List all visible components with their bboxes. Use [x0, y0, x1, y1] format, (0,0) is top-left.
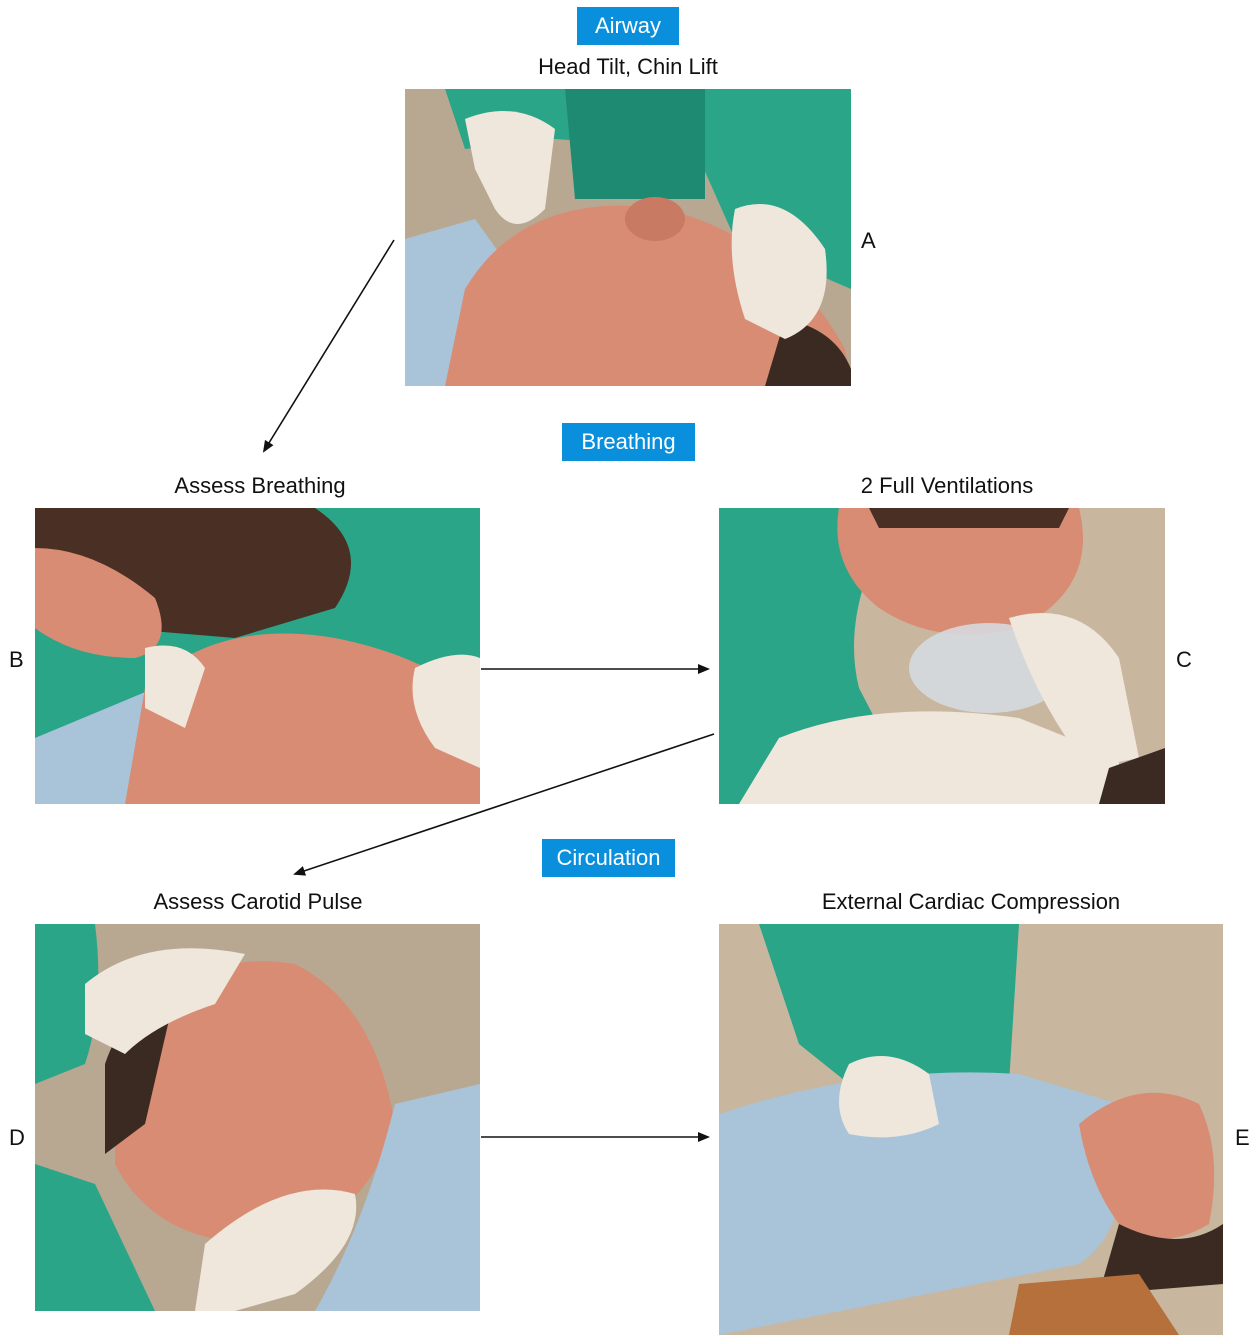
- arrow-c-to-d: [295, 734, 714, 874]
- arrow-a-to-b: [264, 240, 394, 451]
